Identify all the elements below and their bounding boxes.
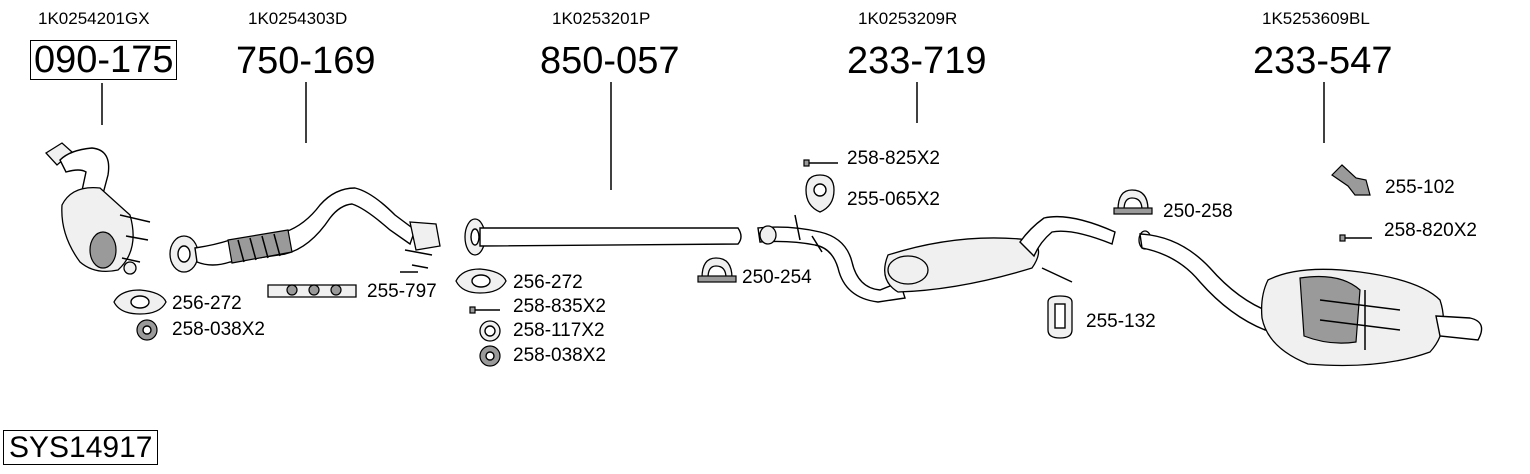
bracket-icon <box>1331 164 1371 196</box>
accessory-label-bolt-1[interactable]: 258-835X2 <box>513 296 606 317</box>
gasket-hole-icon <box>130 295 150 309</box>
part-number-part5[interactable]: 233-547 <box>1253 40 1393 82</box>
oem-number-part4: 1K0253209R <box>858 9 958 28</box>
bolt-icon <box>803 159 838 167</box>
accessory-label-rubber-mount-1[interactable]: 255-797 <box>367 281 437 302</box>
bolt-icon <box>1339 234 1372 242</box>
accessory-label-rubber-mount-3[interactable]: 255-132 <box>1086 311 1156 332</box>
accessory-label-nut-2[interactable]: 258-038X2 <box>513 345 606 366</box>
nut-hole-icon <box>485 351 495 361</box>
accessory-label-clamp-1[interactable]: 250-254 <box>742 267 812 288</box>
gasket-hole-icon <box>471 274 491 288</box>
oem-number-part2: 1K0254303D <box>248 9 348 28</box>
clamp-icon <box>697 257 737 283</box>
rubber-mount-icon <box>1047 295 1073 339</box>
rubber-mount-icon <box>805 174 835 213</box>
nut-hole-icon <box>142 325 152 335</box>
ring-hole-icon <box>484 325 496 337</box>
part-number-part1[interactable]: 090-175 <box>30 40 178 80</box>
part-number-part2[interactable]: 750-169 <box>236 40 376 82</box>
part-number-part4[interactable]: 233-719 <box>847 40 987 82</box>
system-id-label: SYS14917 <box>3 430 159 465</box>
accessory-label-nut-1[interactable]: 258-038X2 <box>172 319 265 340</box>
accessory-label-ring-1[interactable]: 258-117X2 <box>513 320 605 341</box>
clamp-icon <box>1113 189 1153 215</box>
centre-silencer-drawing <box>757 214 1116 303</box>
accessory-label-bolt-2[interactable]: 258-825X2 <box>847 148 940 169</box>
rubber-mount-icon <box>267 284 357 298</box>
accessory-label-clamp-2[interactable]: 250-258 <box>1163 201 1233 222</box>
catalytic-converter-drawing <box>44 142 151 275</box>
oem-number-part5: 1K5253609BL <box>1262 9 1370 28</box>
accessory-label-bolt-3[interactable]: 258-820X2 <box>1384 220 1477 241</box>
accessory-label-rubber-mount-2[interactable]: 255-065X2 <box>847 189 940 210</box>
oem-number-part3: 1K0253201P <box>552 9 651 28</box>
part-number-part3[interactable]: 850-057 <box>540 40 680 82</box>
front-pipe-drawing <box>169 187 441 273</box>
intermediate-pipe-drawing <box>464 218 742 256</box>
oem-number-part1: 1K0254201GX <box>38 9 150 28</box>
accessory-label-gasket-2[interactable]: 256-272 <box>513 272 583 293</box>
accessory-label-bracket-1[interactable]: 255-102 <box>1385 177 1455 198</box>
bolt-icon <box>469 306 500 314</box>
accessory-label-gasket-1[interactable]: 256-272 <box>172 293 242 314</box>
rear-silencer-drawing <box>1138 230 1483 367</box>
